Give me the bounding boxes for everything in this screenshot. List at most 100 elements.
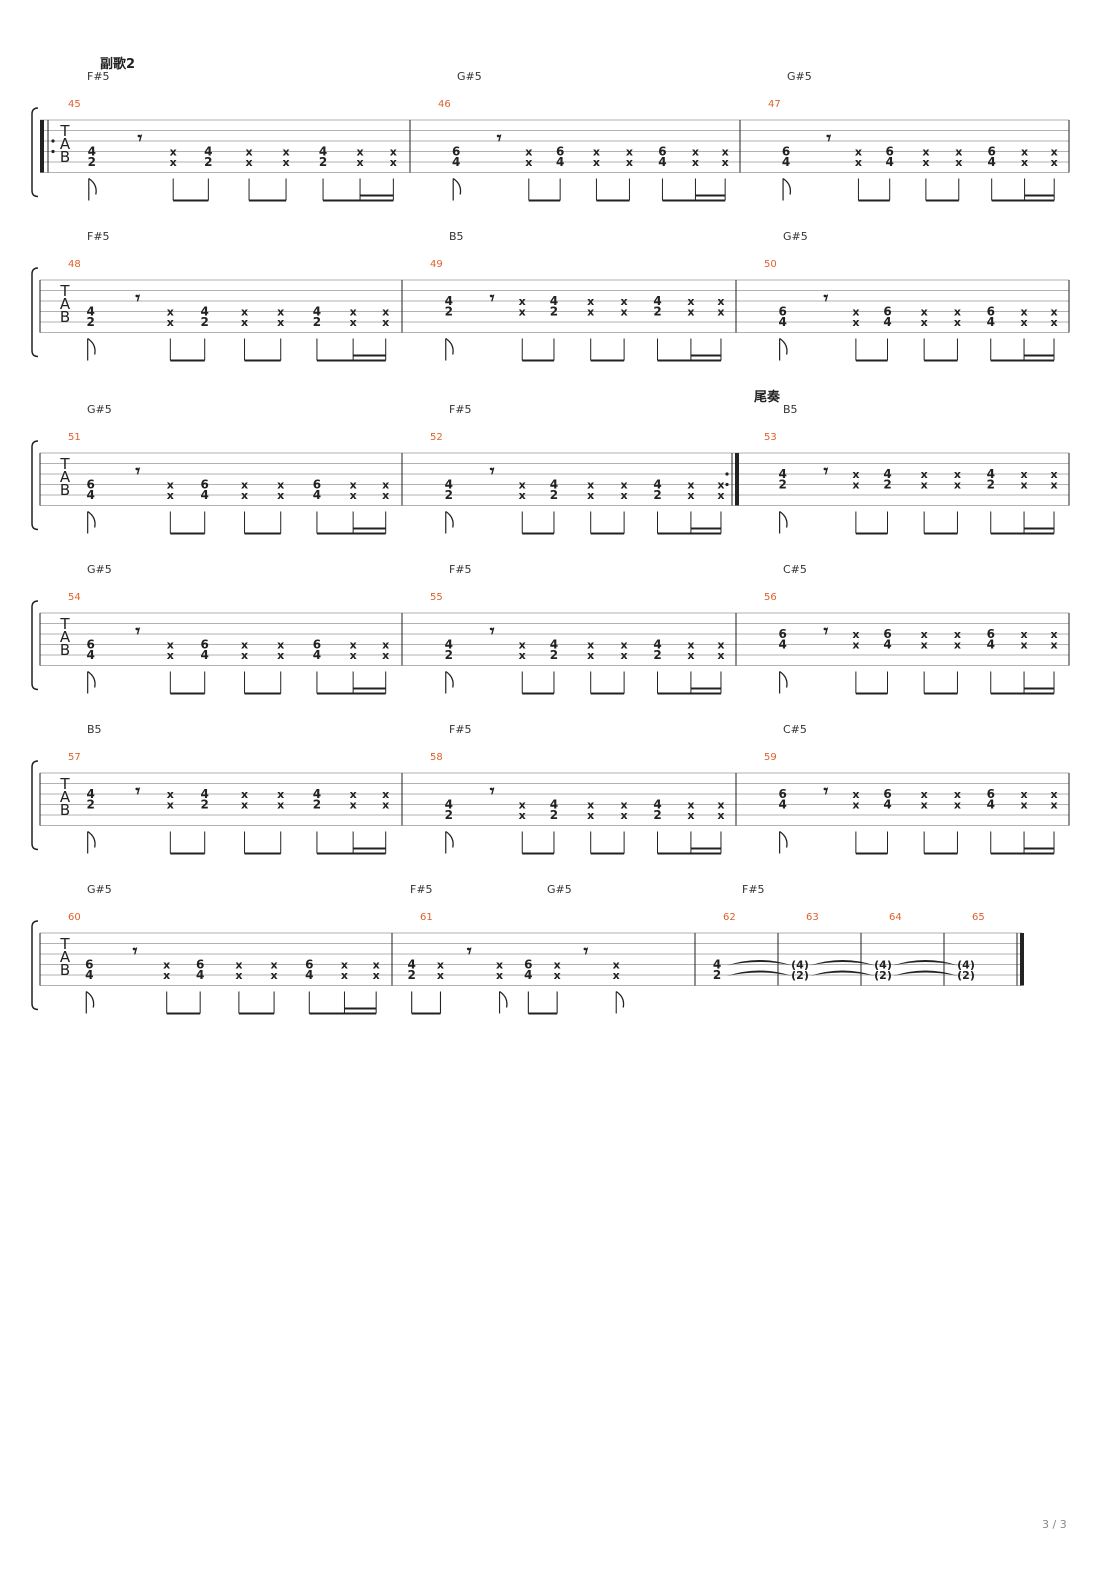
staff-system: TAB57B542𝄾xx42xxxx42xxxx58F#542𝄾xx42xxxx…	[31, 723, 1070, 855]
fret-number: 4	[204, 145, 212, 159]
muted-note: x	[1020, 479, 1027, 492]
muted-note: x	[954, 639, 961, 652]
muted-note: x	[1050, 628, 1057, 641]
fret-number: 6	[85, 958, 93, 972]
muted-note: x	[245, 156, 252, 169]
muted-note: x	[241, 489, 248, 502]
fret-number: 4	[445, 798, 453, 812]
system-bracket	[31, 600, 39, 691]
eighth-rest: 𝄾	[584, 941, 589, 962]
muted-note: x	[922, 146, 929, 159]
fret-number: (4)	[874, 959, 892, 972]
chord-symbol: F#5	[449, 563, 472, 576]
measure-number: 62	[723, 912, 736, 923]
fret-number: 6	[782, 145, 790, 159]
fret-number: 6	[883, 305, 891, 319]
fret-number: (2)	[791, 969, 809, 982]
note-flag	[779, 510, 788, 528]
muted-note: x	[241, 316, 248, 329]
muted-note: x	[350, 479, 357, 492]
fret-number: 4	[987, 638, 995, 652]
fret-number: 2	[713, 968, 721, 982]
staff-system: TAB54G#564𝄾xx64xxxx64xxxx55F#542𝄾xx42xxx…	[31, 563, 1070, 695]
fret-number: 4	[988, 155, 996, 169]
fret-number: 4	[313, 488, 321, 502]
fret-number: 4	[87, 648, 95, 662]
muted-note: x	[954, 316, 961, 329]
muted-note: x	[519, 799, 526, 812]
eighth-rest: 𝄾	[135, 288, 140, 309]
eighth-rest: 𝄾	[135, 461, 140, 482]
tab-clef: B	[60, 308, 70, 326]
repeat-dot	[725, 482, 729, 487]
chord-symbol: F#5	[449, 723, 472, 736]
muted-note: x	[277, 649, 284, 662]
eighth-rest: 𝄾	[490, 781, 495, 802]
fret-number: 2	[653, 488, 661, 502]
measure: 65(4)(2)	[957, 912, 1024, 986]
fret-number: 6	[658, 145, 666, 159]
system-bracket	[31, 107, 39, 198]
fret-number: 6	[201, 638, 209, 652]
fret-number: 6	[313, 478, 321, 492]
muted-note: x	[277, 639, 284, 652]
fret-number: 6	[201, 478, 209, 492]
final-barline	[1020, 933, 1024, 986]
muted-note: x	[350, 788, 357, 801]
note-flag	[779, 670, 788, 688]
tab-clef: A	[60, 135, 71, 153]
fret-number: 4	[408, 958, 416, 972]
muted-note: x	[341, 959, 348, 972]
fret-number: 2	[88, 155, 96, 169]
fret-number: 2	[201, 315, 209, 329]
muted-note: x	[1020, 306, 1027, 319]
fret-number: 4	[85, 968, 93, 982]
fret-number: 4	[313, 787, 321, 801]
fret-number: (2)	[957, 969, 975, 982]
tie-arc	[810, 960, 875, 966]
fret-number: 4	[886, 155, 894, 169]
measure: 63(4)(2)	[791, 912, 875, 986]
measure-number: 50	[764, 259, 777, 270]
muted-note: x	[167, 649, 174, 662]
fret-number: 6	[313, 638, 321, 652]
muted-note: x	[621, 639, 628, 652]
chord-symbol: G#5	[783, 230, 808, 243]
muted-note: x	[613, 959, 620, 972]
muted-note: x	[955, 146, 962, 159]
muted-note: x	[382, 649, 389, 662]
muted-note: x	[277, 489, 284, 502]
muted-note: x	[245, 146, 252, 159]
fret-number: 4	[987, 798, 995, 812]
measure-number: 49	[430, 259, 443, 270]
tab-clef: T	[59, 455, 70, 473]
fret-number: 4	[201, 648, 209, 662]
eighth-rest: 𝄾	[133, 941, 138, 962]
fret-number: 4	[883, 315, 891, 329]
muted-note: x	[717, 295, 724, 308]
muted-note: x	[167, 479, 174, 492]
muted-note: x	[1050, 479, 1057, 492]
muted-note: x	[922, 156, 929, 169]
muted-note: x	[921, 468, 928, 481]
muted-note: x	[167, 489, 174, 502]
page-number: 3 / 3	[1042, 1518, 1067, 1531]
muted-note: x	[921, 479, 928, 492]
muted-note: x	[554, 969, 561, 982]
muted-note: x	[350, 489, 357, 502]
measure-number: 45	[68, 99, 81, 110]
measure-number: 57	[68, 752, 81, 763]
muted-note: x	[390, 156, 397, 169]
muted-note: x	[277, 316, 284, 329]
muted-note: x	[687, 799, 694, 812]
muted-note: x	[687, 639, 694, 652]
eighth-rest: 𝄾	[490, 461, 495, 482]
tab-clef: T	[59, 935, 70, 953]
note-flag	[445, 510, 454, 528]
staff-system: 副歌2TAB45F#542𝄾xx42xxxx42xxxx46G#564𝄾xx64…	[31, 56, 1070, 202]
